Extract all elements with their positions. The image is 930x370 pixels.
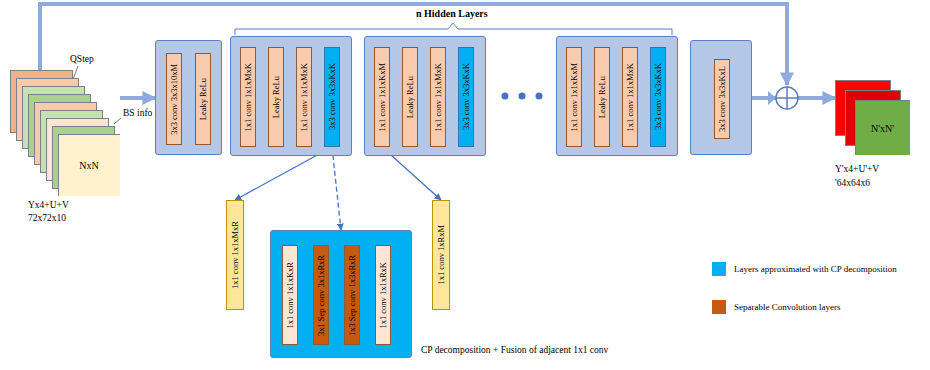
legend-text: Separable Convolution layers [734,302,840,312]
tensor-plane [59,135,121,197]
layer-label: 3x3 conv 3x3xKxK [327,63,337,130]
layer-label: Leaky ReLu [271,76,281,118]
layer-label: 1x1 conv 1x1xMxK [433,63,443,131]
conv-layer-box: Leaky ReLu [594,47,610,147]
conv-layer-box: 1x1 conv 1x1xKxM [566,47,582,147]
conv-layer-box: 3x3 conv 3x3xKxL [714,59,730,139]
input-annotation: QStep [70,54,94,64]
cp-approximated-layer: 3x3 conv 3x3xKxK [324,47,340,147]
conv-layer-box: Leaky ReLu [195,53,211,145]
layer-label: 1x1 conv 1x1xKxR [285,262,295,329]
layer-label: 1x1 conv 1x1xMxK [243,63,253,131]
legend-swatch [712,300,726,314]
input-tensor-stack: NxN [10,70,120,196]
conv-layer-box: 1x1 conv 1x1xKxR [282,245,298,345]
cp-approximated-layer: 3x3 conv 3x3xKxK [458,47,474,147]
conv-layer-box: Leaky ReLu [402,47,418,147]
layer-label: 1x1 conv 1x1xMxK [299,63,309,131]
output-shape: '64x64x6 [835,178,870,188]
layer-label: 1x1 conv 1x1xKxM [377,63,387,131]
legend-swatch [712,262,726,276]
layer-block: 1x1 conv 1x1xKxM Leaky ReLu 1x1 conv 1x1xM… [364,36,486,156]
tensor-size: N'xN' [871,122,894,133]
layer-label: Leaky ReLu [198,78,208,120]
tensor-size: NxN [79,160,98,171]
conv-layer-box: Leaky ReLu [268,47,284,147]
leader-line [114,118,121,124]
conv-layer-box: 1x1 conv 1x1xMxK [296,47,312,147]
tensor-planes [10,70,120,196]
ellipsis-dot [519,93,526,100]
layer-label: 3x3 conv 3x3xKxK [461,63,471,130]
block-caption: CP decomposition + Fusion of adjacent 1x… [421,345,608,355]
decomposition-arrow [332,147,341,230]
input-shape: 72x72x10 [28,213,66,223]
layer-label: 1x1 conv 1xRxM [436,225,446,285]
legend-text: Layers approximated with CP decompositio… [734,264,897,274]
layer-block: 3x3 conv 3x3x10xM Leaky ReLu [155,40,222,155]
layer-label: Leaky ReLu [597,76,607,118]
layer-label: 3x3 conv 3x3xKxK [653,63,663,130]
cp-decomposition-box: CP decomposition + Fusion of adjacent 1x… [270,230,412,358]
fused-conv-box: 1x1 conv 1xRxM [432,200,450,310]
ellipsis-dot [536,93,543,100]
legend-entry: Separable Convolution layers [712,300,840,314]
sum-node [776,87,798,109]
conv-layer-box: 1x1 conv 1x1xMxK [622,47,638,147]
layer-label: 1x3 Sep conv 1x3xRxR [347,255,357,336]
layer-label: 3x3 conv 3x3xKxL [717,66,727,132]
layer-block: 3x3 conv 3x3xKxL [690,40,752,155]
tensor-plane [856,101,911,156]
output-tensor-stack: N'xN' [835,80,910,155]
sum-input-arrowhead [768,91,776,105]
group-label: n Hidden Layers [416,8,488,19]
input-annotation: BS info [123,108,152,118]
conv-layer-box: 1x1 conv 1x1xKxM [374,47,390,147]
tensor-planes [835,80,910,155]
layer-label: 3x3 conv 3x3x10xM [169,64,179,135]
legend-entry: Layers approximated with CP decompositio… [712,262,897,276]
conv-layer-box: 3x3 conv 3x3x10xM [166,53,182,145]
layer-label: 1x1 conv 1x1xMxR [230,221,240,289]
sum-sign [776,87,798,109]
ellipsis-dot [502,93,509,100]
hidden-layers-bracket [235,23,672,35]
conv-layer-box: 1x1 conv 1x1xMxK [240,47,256,147]
layer-label: 1x1 conv 1x1xMxK [625,63,635,131]
fused-conv-box: 1x1 conv 1x1xMxR [226,200,244,310]
layer-block: 1x1 conv 1x1xKxM Leaky ReLu 1x1 conv 1x1xM… [556,36,678,156]
layer-block: 1x1 conv 1x1xMxK Leaky ReLu 1x1 conv 1x1xM… [230,36,352,156]
layer-label: 1x1 conv 1x1xRxK [378,262,388,329]
input-shape: Yx4+U+V [28,200,69,210]
conv-layer-box: 1x1 conv 1x1xRxK [375,245,391,345]
separable-conv-box: 3x1 Sep conv 3x1xRxR [313,245,329,345]
layer-label: 3x1 Sep conv 3x1xRxR [316,255,326,336]
cp-approximated-layer: 3x3 conv 3x3xKxK [650,47,666,147]
layer-label: Leaky ReLu [405,76,415,118]
separable-conv-box: 1x3 Sep conv 1x3xRxR [344,245,360,345]
dataflow-arrow [120,96,155,100]
conv-layer-box: 1x1 conv 1x1xMxK [430,47,446,147]
layer-label: 1x1 conv 1x1xKxM [569,63,579,131]
output-shape: Y'x4+U'+V [835,164,879,174]
